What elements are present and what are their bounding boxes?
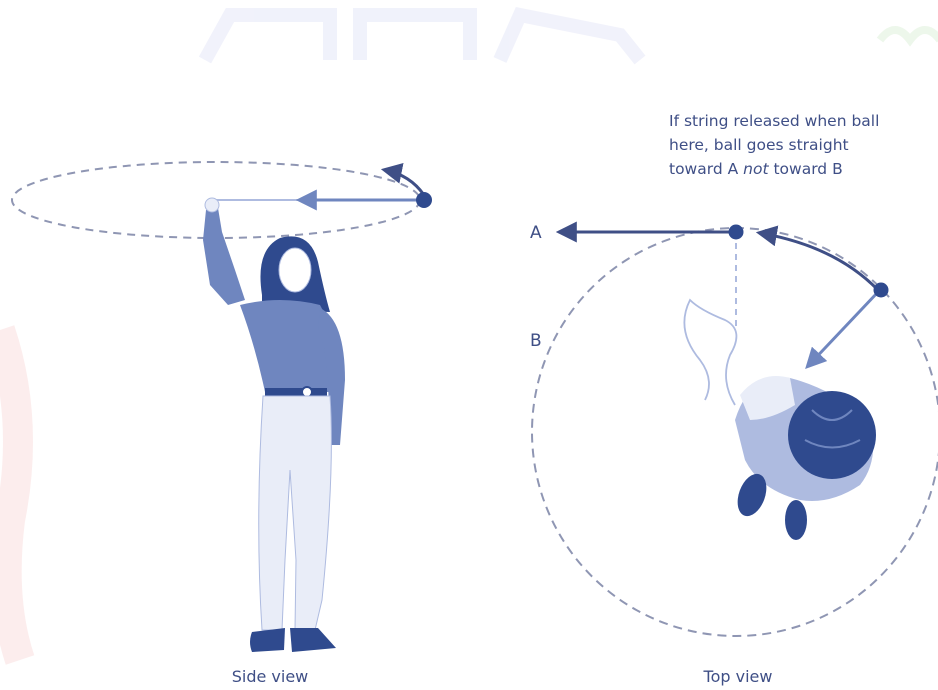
annotation-line-3-suffix: toward B: [773, 160, 842, 178]
top-force-arrow: [808, 292, 878, 366]
side-ball: [416, 192, 432, 208]
annotation-line-1: If string released when ball: [669, 112, 879, 130]
top-view-caption: Top view: [703, 667, 773, 686]
woman-top-figure: [732, 376, 876, 540]
label-a: A: [530, 223, 542, 243]
release-point-ball: [729, 225, 744, 240]
annotation-line-3-emphasis: not: [743, 160, 769, 178]
top-view: A B If string released when ball here, b…: [530, 112, 938, 686]
loose-string: [684, 300, 736, 405]
label-b: B: [530, 331, 542, 351]
top-ball: [874, 283, 889, 298]
annotation-line-3-prefix: toward A: [669, 160, 743, 178]
side-motion-arrow: [385, 170, 424, 195]
annotation-line-3: toward A not toward B: [669, 160, 843, 178]
top-motion-arrow: [760, 233, 878, 290]
release-annotation: If string released when ball here, ball …: [669, 112, 884, 178]
annotation-line-2: here, ball goes straight: [669, 136, 849, 154]
woman-figure: [203, 198, 345, 652]
side-view-caption: Side view: [232, 667, 309, 686]
side-view: Side view: [12, 162, 432, 686]
